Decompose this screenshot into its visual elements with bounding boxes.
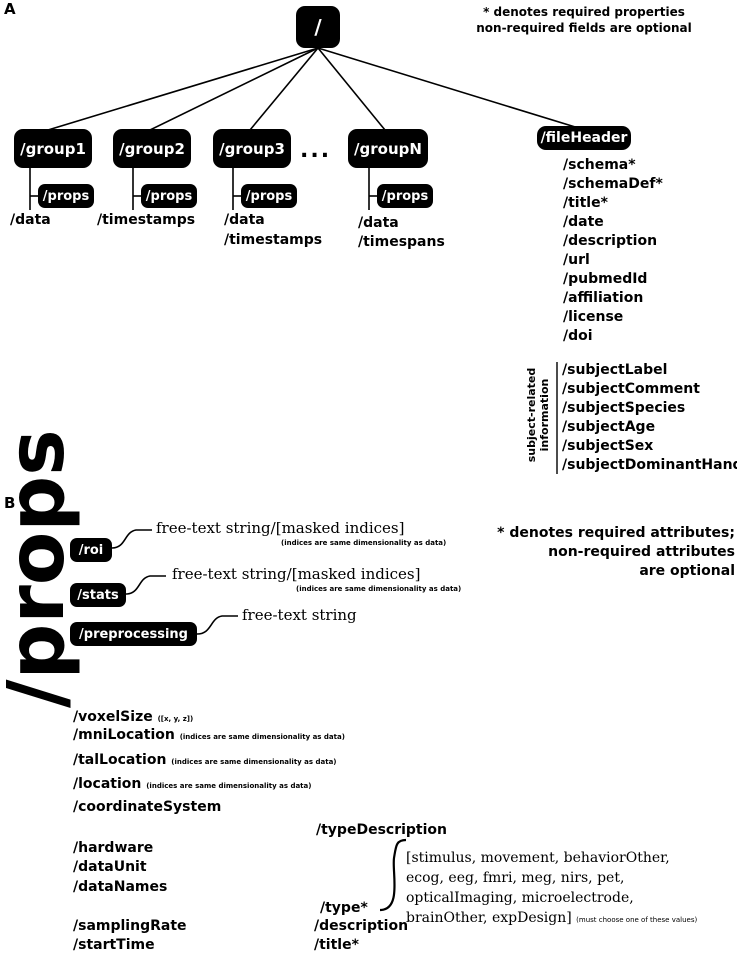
preprocessing-node: /preprocessing: [70, 622, 197, 646]
fileheader-node: /fileHeader: [537, 126, 631, 150]
type-values-line4-wrap: brainOther, expDesign] (must choose one …: [406, 908, 697, 930]
field-date: /date: [563, 214, 604, 230]
attr-dataunit: /dataUnit: [73, 859, 147, 875]
panel-b-note-line2: non-required attributes: [548, 544, 735, 560]
group2-node: /group2: [113, 129, 191, 168]
panel-b-label: B: [4, 494, 16, 512]
field-url: /url: [563, 252, 590, 268]
attr-title: /title*: [314, 937, 359, 953]
root-to-groupN-line: [317, 47, 386, 131]
field-affiliation: /affiliation: [563, 290, 644, 306]
subject-label-line1: subject-related: [525, 367, 538, 463]
groupN-props-node: /props: [377, 184, 433, 208]
group2-child-timestamps: /timestamps: [97, 212, 196, 228]
fileheader-fields: /schema* /schemaDef* /title* /date /desc…: [563, 156, 663, 346]
root-node: /: [296, 6, 340, 48]
panel-a-label: A: [4, 0, 16, 18]
field-subjectsex: /subjectSex: [562, 438, 654, 454]
attr-tallocation-label: /talLocation: [73, 752, 167, 768]
roi-node: /roi: [70, 538, 112, 562]
field-pubmedid: /pubmedId: [563, 271, 648, 287]
group1-props-node: /props: [38, 184, 94, 208]
subject-related-label: subject-related information: [525, 360, 551, 470]
attr-tallocation: /talLocation (indices are same dimension…: [73, 752, 337, 768]
attr-type: /type*: [320, 900, 368, 916]
panel-b-note-line3: are optional: [639, 563, 735, 579]
field-subjectdominanthand: /subjectDominantHand: [562, 457, 737, 473]
type-connector: [379, 838, 407, 912]
type-values-line1: [stimulus, movement, behaviorOther,: [406, 850, 670, 866]
roi-subtext: (indices are same dimensionality as data…: [281, 539, 447, 547]
attr-voxelsize-sub: ([x, y, z]): [157, 715, 194, 723]
attr-mnilocation: /mniLocation (indices are same dimension…: [73, 727, 345, 743]
panel-b-note: * denotes required attributes; non-requi…: [480, 524, 735, 581]
attr-description: /description: [314, 918, 409, 934]
attr-location-label: /location: [73, 776, 142, 792]
groupN-child-data: /data: [358, 215, 399, 231]
panel-b-note-line1: * denotes required attributes;: [497, 525, 735, 541]
attr-location: /location (indices are same dimensionali…: [73, 776, 311, 792]
attr-location-sub: (indices are same dimensionality as data…: [146, 782, 312, 790]
field-schema: /schema*: [563, 157, 636, 173]
type-values: [stimulus, movement, behaviorOther, ecog…: [406, 848, 697, 930]
root-to-group3-line: [249, 47, 319, 131]
type-values-sub: (must choose one of these values): [576, 916, 698, 924]
type-values-line4: brainOther, expDesign]: [406, 910, 572, 926]
group1-node: /group1: [14, 129, 92, 168]
group2-props-node: /props: [141, 184, 197, 208]
root-to-group1-line: [47, 47, 319, 131]
field-subjectcomment: /subjectComment: [562, 381, 700, 397]
stats-subtext: (indices are same dimensionality as data…: [296, 585, 462, 593]
panel-a-note-line1: * denotes required properties: [483, 5, 685, 19]
attr-typedescription: /typeDescription: [316, 822, 447, 838]
field-subjectlabel: /subjectLabel: [562, 362, 668, 378]
stats-connector: [125, 575, 166, 595]
groupN-node: /groupN: [348, 129, 428, 168]
roi-text: free-text string/[masked indices]: [156, 519, 405, 537]
subject-label-line2: information: [538, 378, 551, 452]
root-to-fileheader-line: [317, 47, 586, 131]
attr-mnilocation-label: /mniLocation: [73, 727, 175, 743]
root-to-group2-line: [149, 47, 319, 131]
attr-mnilocation-sub: (indices are same dimensionality as data…: [179, 733, 345, 741]
group3-node: /group3: [213, 129, 291, 168]
field-subjectspecies: /subjectSpecies: [562, 400, 686, 416]
props-title: /props: [0, 429, 82, 708]
attr-starttime: /startTime: [73, 937, 155, 953]
type-values-line2: ecog, eeg, fmri, meg, nirs, pet,: [406, 870, 625, 886]
attr-voxelsize-label: /voxelSize: [73, 709, 153, 725]
preprocessing-text: free-text string: [242, 606, 357, 624]
attr-tallocation-sub: (indices are same dimensionality as data…: [171, 758, 337, 766]
group3-child-timestamps: /timestamps: [224, 232, 323, 248]
field-description: /description: [563, 233, 658, 249]
stats-text: free-text string/[masked indices]: [172, 565, 421, 583]
attr-coordinatesystem: /coordinateSystem: [73, 799, 222, 815]
preprocessing-connector: [196, 615, 238, 635]
field-doi: /doi: [563, 328, 593, 344]
field-title: /title*: [563, 195, 608, 211]
attr-voxelsize: /voxelSize ([x, y, z]): [73, 709, 193, 725]
attr-samplingrate: /samplingRate: [73, 918, 187, 934]
panel-a-note: * denotes required properties non-requir…: [468, 4, 700, 36]
group3-child-data: /data: [224, 212, 265, 228]
field-license: /license: [563, 309, 624, 325]
groupN-child-timespans: /timespans: [358, 234, 445, 250]
panel-a-note-line2: non-required fields are optional: [476, 21, 692, 35]
attr-datanames: /dataNames: [73, 879, 168, 895]
ellipsis: ...: [300, 138, 332, 163]
field-subjectage: /subjectAge: [562, 419, 656, 435]
type-values-line3: opticalImaging, microelectrode,: [406, 890, 634, 906]
group3-props-node: /props: [241, 184, 297, 208]
group1-child-data: /data: [10, 212, 51, 228]
subject-fields: /subjectLabel /subjectComment /subjectSp…: [562, 361, 737, 475]
attr-hardware: /hardware: [73, 840, 154, 856]
field-schemadef: /schemaDef*: [563, 176, 663, 192]
roi-connector: [111, 529, 152, 549]
stats-node: /stats: [70, 583, 126, 607]
